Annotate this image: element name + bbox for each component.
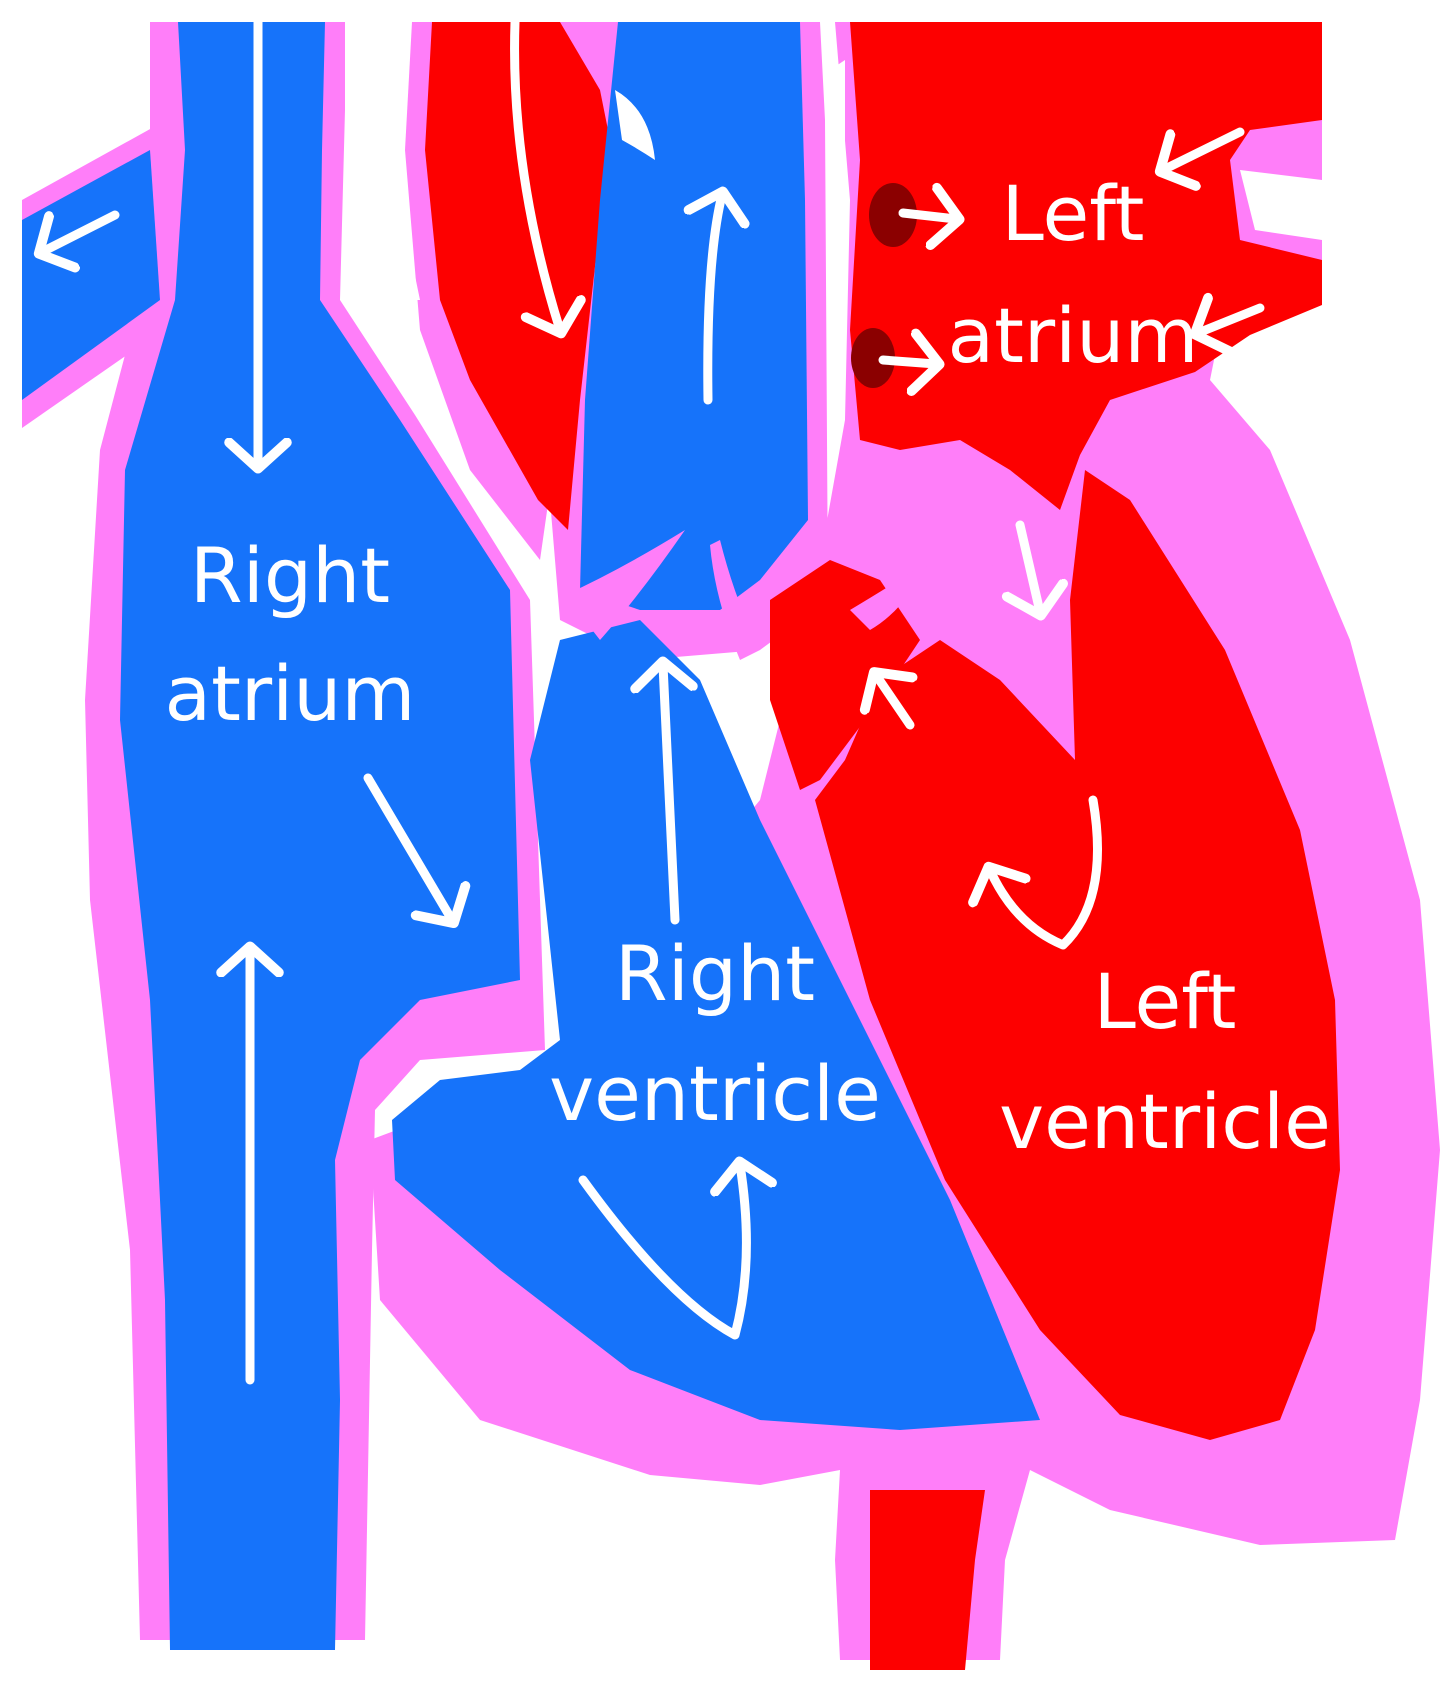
arrow-icon	[876, 675, 910, 730]
left-ventricle-label: Left	[1094, 957, 1237, 1046]
arrow-icon	[663, 665, 675, 925]
right-ventricle-label: Right	[615, 929, 815, 1018]
arrow-icon	[898, 213, 956, 219]
oxygenated-regions	[425, 22, 1340, 1670]
vessel-gap-highlight	[830, 60, 845, 150]
arrow-icon	[510, 17, 560, 330]
chamber-labels: Left atrium Right atrium Right ventricle…	[165, 169, 1331, 1166]
right-atrium-label: Right	[190, 531, 390, 620]
pulmonary-valve-flap	[710, 540, 760, 660]
arrow-icon	[708, 195, 722, 405]
arrow-icon	[578, 1165, 746, 1340]
arrow-icon	[1198, 308, 1265, 333]
aortic-root-highlight	[615, 90, 655, 160]
right-atrium-label: atrium	[165, 649, 416, 738]
left-ventricle	[815, 470, 1340, 1440]
arrow-icon	[990, 795, 1102, 950]
blood-flow-arrows	[42, 17, 1265, 1385]
left-atrium-label: Left	[1002, 169, 1145, 258]
aorta	[425, 22, 612, 530]
arrow-icon	[42, 210, 120, 252]
left-atrium	[850, 22, 1322, 510]
arrow-icon	[878, 360, 936, 364]
right-atrium-and-vena-cava	[120, 22, 520, 1650]
deoxygenated-regions	[22, 22, 1040, 1650]
descending-aorta	[870, 1490, 985, 1670]
left-ventricle-label: ventricle	[999, 1077, 1331, 1166]
arrow-icon	[1020, 520, 1040, 612]
tricuspid-valve-flap	[565, 530, 685, 640]
pulmonary-vein-opening	[851, 328, 895, 388]
mitral-valve-flap	[850, 560, 930, 630]
arrow-icon	[1163, 127, 1245, 170]
pulmonary-trunk	[580, 22, 808, 610]
right-ventricle-label: ventricle	[549, 1049, 881, 1138]
right-ventricle	[392, 620, 1040, 1430]
arrow-icon	[363, 773, 452, 920]
pulmonary-vein-opening	[869, 183, 917, 247]
left-atrium-label: atrium	[948, 291, 1199, 380]
valve-details	[360, 60, 1322, 700]
vessel-gap-highlight	[1240, 170, 1322, 240]
vessel-gap-highlight	[360, 150, 420, 300]
